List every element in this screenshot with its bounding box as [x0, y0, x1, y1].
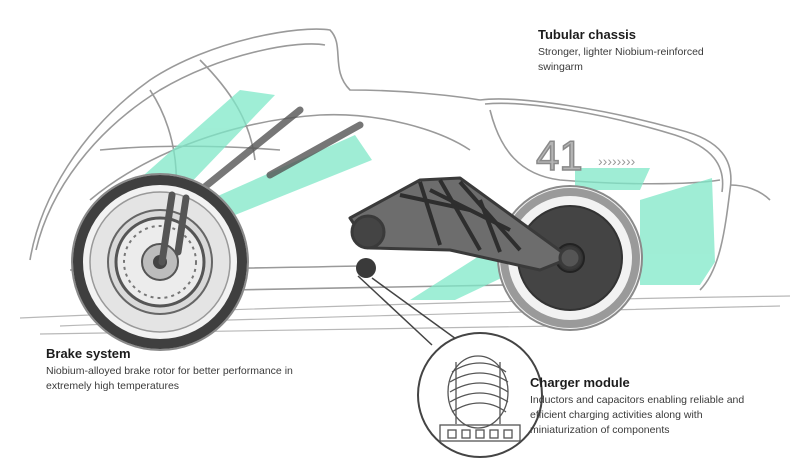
- callout-title: Brake system: [46, 346, 131, 361]
- callout-description: Niobium-alloyed brake rotor for better p…: [46, 365, 293, 392]
- callout-description: Inductors and capacitors enabling reliab…: [530, 394, 745, 436]
- front-fork: [158, 191, 190, 266]
- callout-tubular-chassis: Tubular chassis Stronger, lighter Niobiu…: [538, 27, 738, 75]
- charger-marker: [356, 258, 376, 278]
- tubular-swingarm: [348, 176, 582, 272]
- speed-chevrons: ››››››››: [598, 153, 636, 169]
- callout-description: Stronger, lighter Niobium-reinforced swi…: [538, 46, 704, 73]
- callout-title: Charger module: [530, 375, 630, 390]
- callout-title: Tubular chassis: [538, 27, 637, 42]
- charger-module-zoom: [417, 332, 543, 458]
- callout-charger-module: Charger module Inductors and capacitors …: [530, 375, 770, 438]
- callout-brake-system: Brake system Niobium-alloyed brake rotor…: [46, 346, 296, 394]
- race-number: 41: [536, 132, 583, 179]
